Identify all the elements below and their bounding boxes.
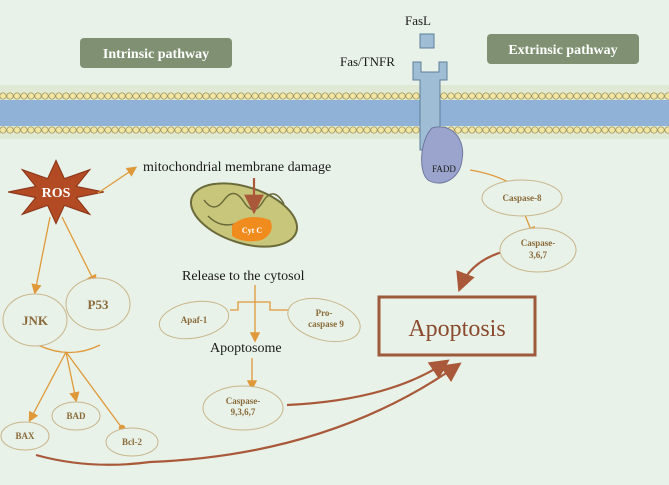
node-jnk: JNK bbox=[2, 293, 68, 347]
node-bax: BAX bbox=[0, 421, 50, 451]
caspase8-label: Caspase-8 bbox=[502, 193, 542, 203]
release-label: Release to the cytosol bbox=[182, 269, 305, 284]
node-apaf1: Apaf-1 bbox=[158, 300, 230, 340]
apaf1-label: Apaf-1 bbox=[181, 315, 208, 325]
bad-label: BAD bbox=[66, 411, 86, 421]
node-bad: BAD bbox=[51, 401, 101, 431]
caspase367-line2: 3,6,7 bbox=[529, 250, 548, 260]
node-p53: P53 bbox=[65, 277, 131, 331]
ros-node: ROS bbox=[7, 159, 105, 225]
fadd-label: FADD bbox=[432, 164, 456, 174]
extrinsic-pathway-text: Extrinsic pathway bbox=[508, 43, 617, 58]
node-caspase-9367: Caspase- 9,3,6,7 bbox=[202, 385, 284, 431]
fasl-ligand bbox=[419, 33, 435, 49]
apoptosome-label: Apoptosome bbox=[210, 341, 282, 356]
ros-label: ROS bbox=[42, 186, 71, 201]
pro-caspase9-line2: caspase 9 bbox=[308, 319, 344, 329]
extrinsic-pathway-label: Extrinsic pathway bbox=[487, 34, 639, 64]
bax-label: BAX bbox=[15, 431, 35, 441]
cell-membrane bbox=[0, 85, 669, 139]
caspase9367-line1: Caspase- bbox=[226, 396, 261, 406]
node-pro-caspase9: Pro- caspase 9 bbox=[287, 297, 361, 343]
apoptosis-label: Apoptosis bbox=[408, 316, 505, 342]
apoptosis-box: Apoptosis bbox=[377, 295, 537, 357]
mitochondrion: Cyt C bbox=[189, 182, 299, 248]
jnk-label: JNK bbox=[22, 313, 49, 328]
pro-caspase9-line1: Pro- bbox=[316, 308, 333, 318]
connectors bbox=[28, 166, 535, 432]
p53-label: P53 bbox=[88, 297, 109, 312]
caspase367-line1: Caspase- bbox=[521, 238, 556, 248]
cyt-c-blob bbox=[232, 216, 272, 242]
caspase9367-line2: 9,3,6,7 bbox=[231, 407, 256, 417]
bcl2-label: Bcl-2 bbox=[122, 437, 142, 447]
cyt-c-label: Cyt C bbox=[242, 226, 262, 235]
intrinsic-pathway-text: Intrinsic pathway bbox=[103, 47, 209, 62]
fasl-label: FasL bbox=[405, 13, 431, 28]
fas-tnfr-label: Fas/TNFR bbox=[340, 54, 395, 69]
node-caspase-8: Caspase-8 bbox=[481, 179, 563, 217]
apoptosis-arrows bbox=[35, 178, 503, 466]
intrinsic-pathway-label: Intrinsic pathway bbox=[80, 38, 232, 68]
fadd-protein: FADD bbox=[421, 126, 464, 184]
mito-damage-label: mitochondrial membrane damage bbox=[143, 160, 331, 175]
node-bcl2: Bcl-2 bbox=[105, 427, 159, 457]
node-caspase-367: Caspase- 3,6,7 bbox=[499, 227, 577, 273]
